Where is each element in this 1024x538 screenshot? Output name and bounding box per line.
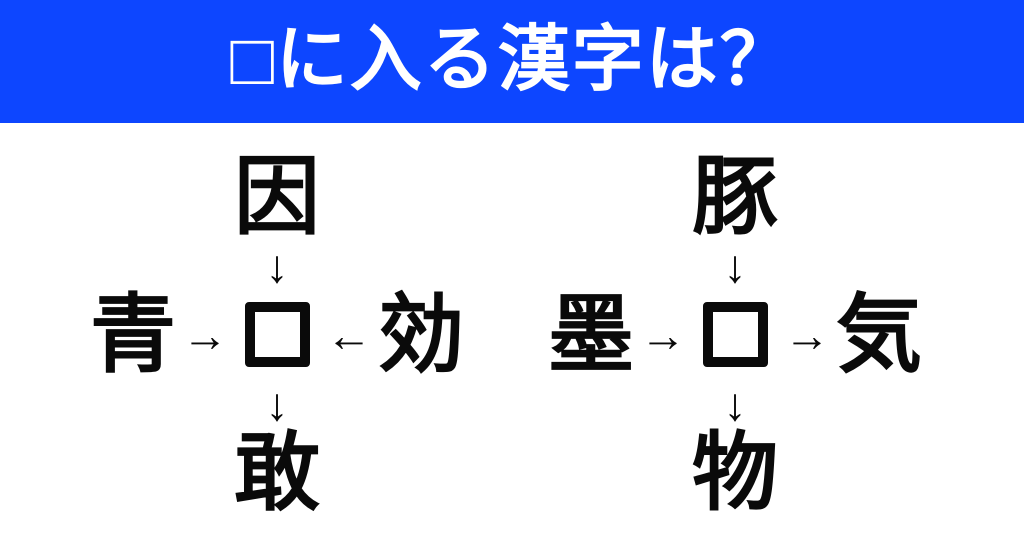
puzzle-diagram-1: 因 ↓ 青 → ← 効 ↓ 敢 <box>90 154 464 516</box>
answer-box <box>702 302 768 367</box>
arrow-down-icon: ↓ <box>723 239 747 292</box>
arrow-right-icon: → <box>182 308 228 361</box>
kanji-top: 因 <box>234 148 320 245</box>
arrow-down-icon: ↓ <box>265 239 289 292</box>
kanji-left: 墨 <box>548 286 634 383</box>
arrow-right-icon: → <box>640 308 686 361</box>
kanji-right: 効 <box>378 286 464 383</box>
arrow-right-icon: → <box>784 308 830 361</box>
answer-box <box>244 302 310 367</box>
kanji-left: 青 <box>90 286 176 383</box>
arrow-down-icon: ↓ <box>265 377 289 430</box>
kanji-bottom: 敢 <box>234 424 320 521</box>
puzzle-diagram-2: 豚 ↓ 墨 → → 気 ↓ 物 <box>548 154 922 516</box>
arrow-down-icon: ↓ <box>723 377 747 430</box>
arrow-left-icon: ← <box>326 308 372 361</box>
kanji-top: 豚 <box>692 148 778 245</box>
page-title: □に入る漢字は？ <box>230 19 794 100</box>
header-banner: □に入る漢字は？ <box>0 0 1024 123</box>
kanji-bottom: 物 <box>692 424 778 521</box>
kanji-right: 気 <box>836 286 922 383</box>
